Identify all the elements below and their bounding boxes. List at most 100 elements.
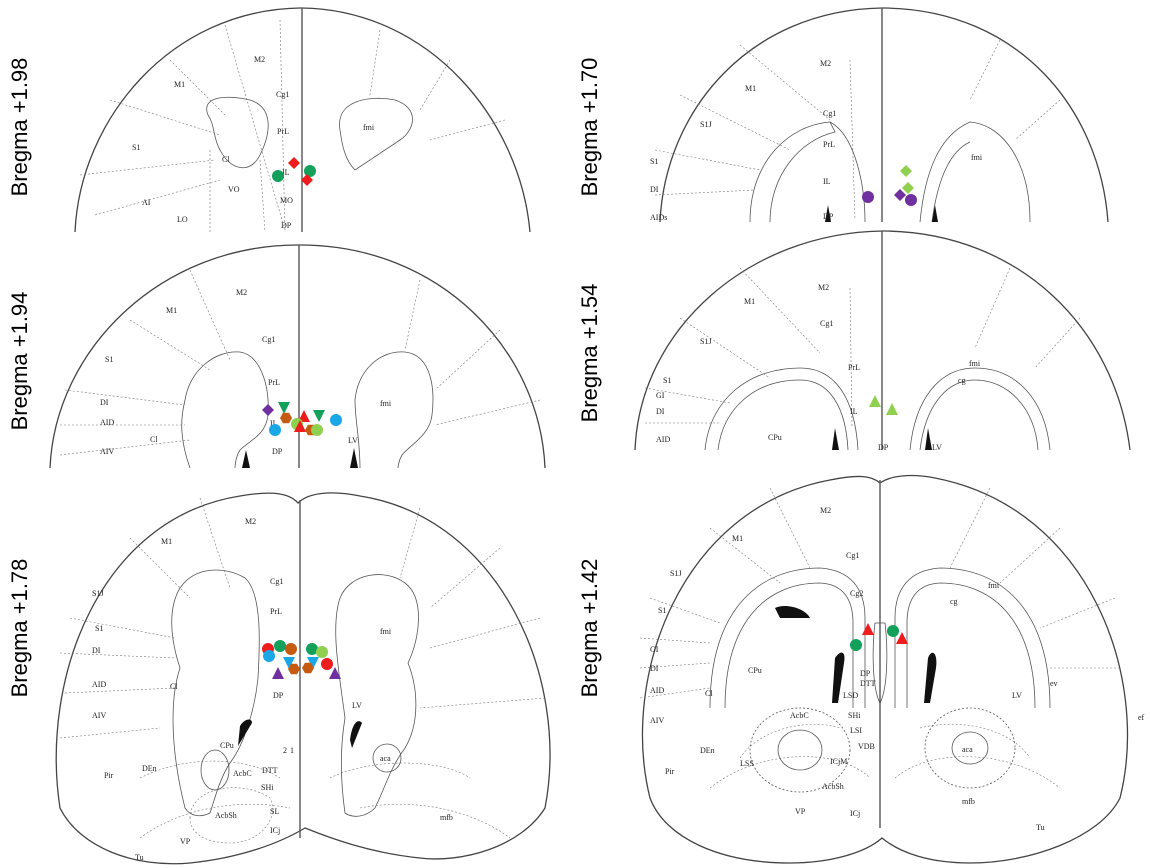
region-label: DI xyxy=(100,398,109,407)
region-label: DEn xyxy=(142,764,157,773)
region-label: SHi xyxy=(848,711,861,720)
region-label: DI xyxy=(650,185,659,194)
region-label: Tu xyxy=(135,853,144,862)
region-label: DTT xyxy=(262,766,278,775)
region-label: 1 xyxy=(290,746,294,755)
region-label: fmi xyxy=(971,153,983,162)
marker-triangle-up-purple xyxy=(329,667,341,679)
marker-diamond-purple xyxy=(894,189,906,201)
region-label: GI xyxy=(656,391,665,400)
bregma-label-198: Bregma +1.98 xyxy=(7,57,32,197)
region-label: Pir xyxy=(665,767,675,776)
region-label: ICj xyxy=(850,809,860,818)
region-label: VP xyxy=(795,807,806,816)
region-label: S1J xyxy=(92,589,104,598)
region-label: CPu xyxy=(748,666,762,675)
bregma-label-194: Bregma +1.94 xyxy=(7,291,32,431)
labels-178: M2 M1 Cg1 S1J PrL S1 fmi DI AID AIV Cl D… xyxy=(92,517,453,862)
region-label: S1J xyxy=(700,337,712,346)
region-label: IL xyxy=(823,177,831,186)
region-label: M2 xyxy=(818,283,829,292)
region-label: AID xyxy=(100,418,114,427)
region-label: S1J xyxy=(670,569,682,578)
region-label: LSS xyxy=(740,759,754,768)
region-label: M1 xyxy=(161,537,172,546)
region-label: S1 xyxy=(650,157,658,166)
marker-circle-purple xyxy=(905,194,917,206)
region-label: AI xyxy=(142,198,151,207)
region-label: SL xyxy=(270,807,279,816)
region-label: DEn xyxy=(700,746,715,755)
atlas-panel-bregma-178: M2 M1 Cg1 S1J PrL S1 fmi DI AID AIV Cl D… xyxy=(40,478,570,868)
bregma-label-170: Bregma +1.70 xyxy=(577,57,602,197)
region-label: S1J xyxy=(700,120,712,129)
marker-triangle-down-cyan xyxy=(307,657,319,669)
region-label: DI xyxy=(92,646,101,655)
region-label: S1 xyxy=(658,606,666,615)
marker-circle-green xyxy=(887,625,899,637)
region-label: IL xyxy=(270,419,278,428)
region-label: IL xyxy=(850,407,858,416)
region-label: M2 xyxy=(245,517,256,526)
region-label: aca xyxy=(380,754,391,763)
region-label: GI xyxy=(650,645,659,654)
region-label: M2 xyxy=(236,288,247,297)
marker-circle-red xyxy=(321,658,333,670)
region-label: DTT xyxy=(860,679,876,688)
marker-circle-green xyxy=(850,639,862,651)
region-label: Cg1 xyxy=(262,335,275,344)
region-label: cg xyxy=(950,597,958,606)
marker-diamond-red xyxy=(301,174,313,186)
region-label: ICjM xyxy=(830,757,847,766)
atlas-panel-bregma-170: M2 M1 S1J Cg1 PrL fmi S1 IL DI DP AIDs xyxy=(620,0,1150,222)
region-label: DP xyxy=(272,447,283,456)
region-label: MO xyxy=(280,196,293,205)
region-label: LV xyxy=(352,701,362,710)
region-label: Cg1 xyxy=(846,551,859,560)
region-label: Cg1 xyxy=(820,319,833,328)
markers-layer xyxy=(262,402,342,436)
region-label: Cg1 xyxy=(276,90,289,99)
region-label: AcbSh xyxy=(215,811,237,820)
region-label: S1 xyxy=(105,355,113,364)
region-label: mfb xyxy=(962,797,975,806)
markers-layer xyxy=(262,640,341,679)
region-label: LSI xyxy=(850,726,862,735)
region-label: Cg1 xyxy=(823,109,836,118)
markers-layer xyxy=(272,157,316,186)
region-label: M1 xyxy=(744,297,755,306)
marker-triangle-down-green xyxy=(313,410,325,422)
marker-triangle-up-red xyxy=(294,420,306,432)
region-label: DP xyxy=(823,212,834,221)
marker-circle-cyan xyxy=(330,414,342,426)
marker-circle-green xyxy=(274,640,286,652)
marker-triangle-up-red xyxy=(862,623,874,635)
region-label: AcbSh xyxy=(822,782,844,791)
labels-194: M2 M1 Cg1 PrL S1 fmi DI AID AIV Cl IL DP… xyxy=(100,288,392,456)
marker-triangle-down-green xyxy=(278,402,290,414)
region-label: VDB xyxy=(858,742,875,751)
marker-circle-lime xyxy=(316,646,328,658)
marker-diamond-lime xyxy=(900,165,912,177)
region-label: ICj xyxy=(270,826,280,835)
marker-hexagon-orange xyxy=(288,663,300,675)
region-label: AIV xyxy=(100,447,114,456)
region-label: M1 xyxy=(732,534,743,543)
region-label: cg xyxy=(958,376,966,385)
region-label: M2 xyxy=(820,506,831,515)
region-label: Pir xyxy=(104,771,114,780)
marker-circle-green xyxy=(306,643,318,655)
region-label: M1 xyxy=(745,84,756,93)
region-label: 2 xyxy=(283,746,287,755)
marker-circle-cyan xyxy=(263,650,275,662)
bregma-label-142: Bregma +1.42 xyxy=(577,558,602,698)
marker-diamond-red xyxy=(288,157,300,169)
marker-hexagon-orange xyxy=(280,412,292,424)
region-label: AIDs xyxy=(650,213,667,222)
region-label: DP xyxy=(860,669,871,678)
atlas-panel-bregma-198: M2 M1 Cg1 PrL fmi S1 Cl IL VO MO AI LO D… xyxy=(50,0,570,232)
region-label: Cl xyxy=(150,435,158,444)
region-label: Cl xyxy=(170,682,178,691)
marker-circle-orange xyxy=(285,643,297,655)
marker-triangle-up-lime xyxy=(886,403,898,415)
